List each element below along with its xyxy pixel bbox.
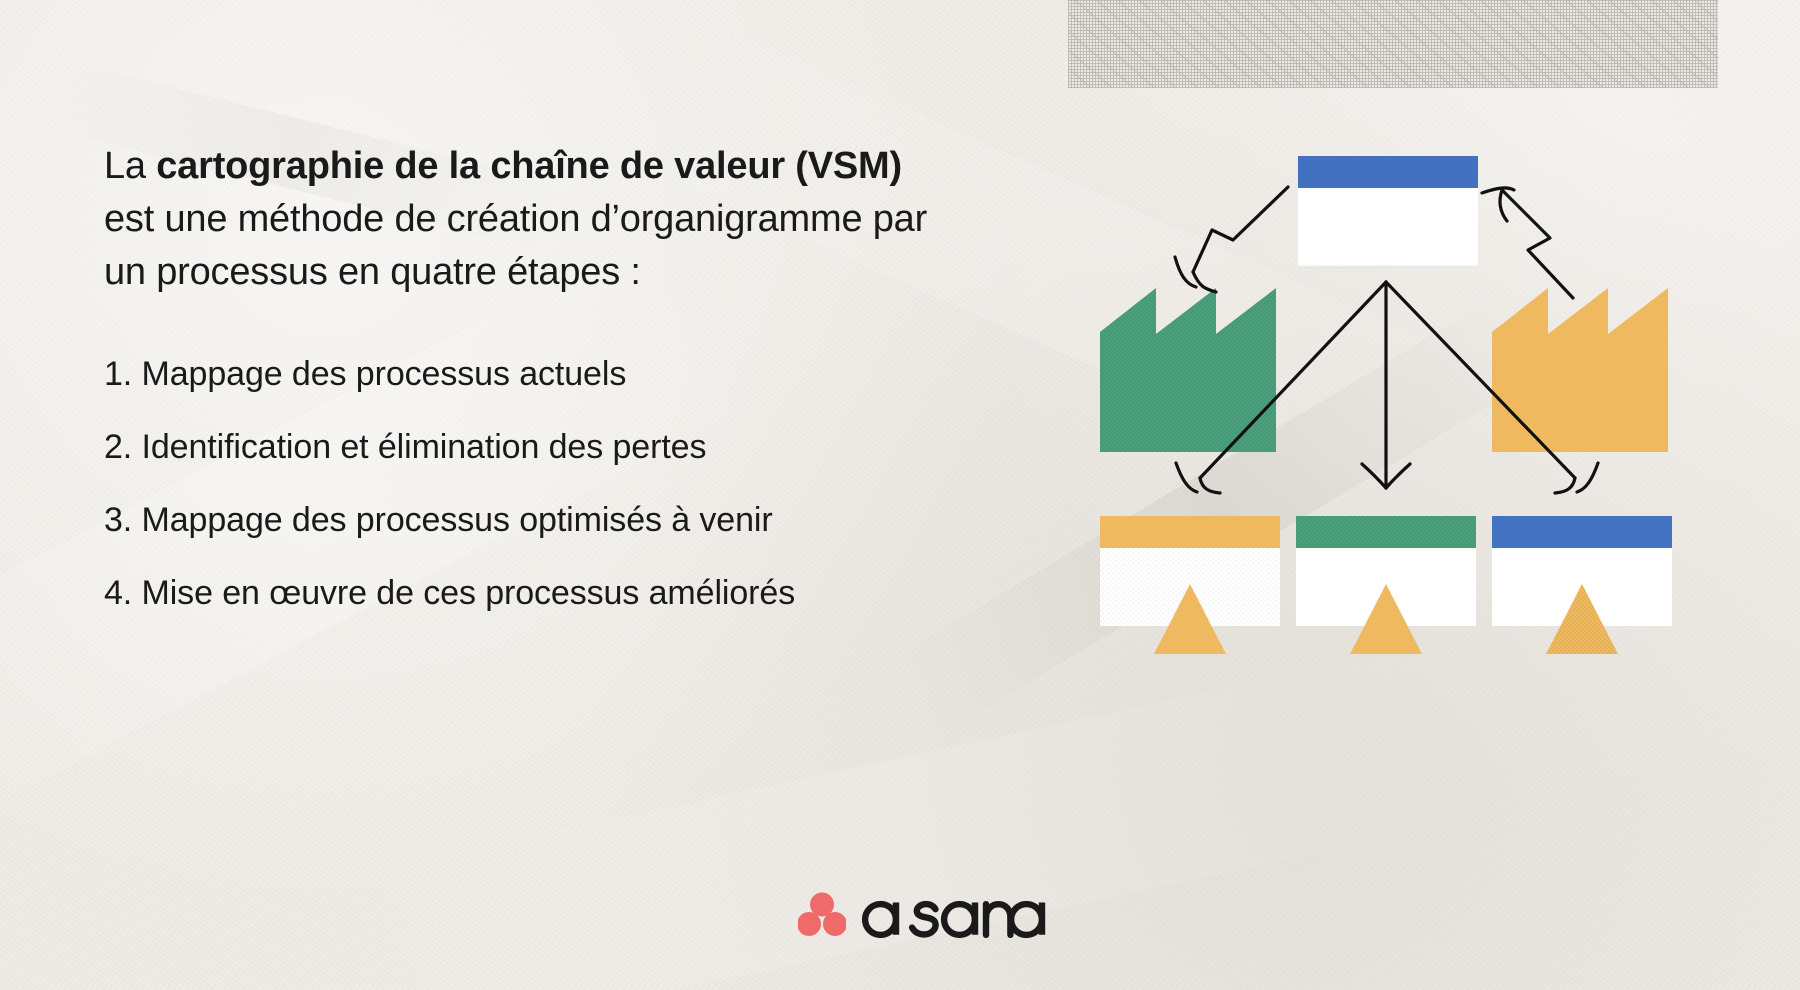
right-factory-shape bbox=[1492, 288, 1668, 452]
halftone-texture-patch bbox=[1068, 0, 1718, 88]
triangle-marker bbox=[1350, 584, 1422, 654]
intro-paragraph: La cartographie de la chaîne de valeur (… bbox=[104, 140, 934, 299]
bottom-card-2 bbox=[1296, 516, 1476, 654]
intro-lead: La bbox=[104, 145, 157, 187]
asana-dots-icon bbox=[798, 892, 846, 936]
arrow-to-left-factory bbox=[1173, 185, 1290, 294]
left-factory-shape bbox=[1100, 288, 1276, 452]
triangle-marker bbox=[1154, 584, 1226, 654]
value-stream-diagram bbox=[1030, 120, 1750, 720]
intro-rest: est une méthode de création d’organigram… bbox=[104, 198, 928, 293]
steps-list: 1. Mappage des processus actuels 2. Iden… bbox=[104, 351, 934, 617]
asana-logo bbox=[798, 888, 1046, 940]
bottom-card-1 bbox=[1100, 516, 1280, 654]
list-item: 3. Mappage des processus optimisés à ven… bbox=[104, 501, 773, 539]
list-item: 4. Mise en œuvre de ces processus amélio… bbox=[104, 574, 796, 612]
arrow-to-bottom-3 bbox=[1384, 280, 1600, 495]
arrow-to-bottom-2 bbox=[1360, 280, 1412, 490]
list-item: 2. Identification et élimination des per… bbox=[104, 428, 707, 466]
top-process-card bbox=[1298, 156, 1478, 268]
asana-wordmark bbox=[861, 900, 1046, 939]
text-column: La cartographie de la chaîne de valeur (… bbox=[104, 140, 934, 617]
list-item: 1. Mappage des processus actuels bbox=[104, 355, 627, 393]
arrow-to-bottom-1 bbox=[1174, 280, 1388, 495]
arrow-from-right-factory bbox=[1480, 186, 1575, 300]
intro-emphasis: cartographie de la chaîne de valeur (VSM… bbox=[156, 145, 902, 187]
bottom-card-3 bbox=[1492, 516, 1672, 654]
